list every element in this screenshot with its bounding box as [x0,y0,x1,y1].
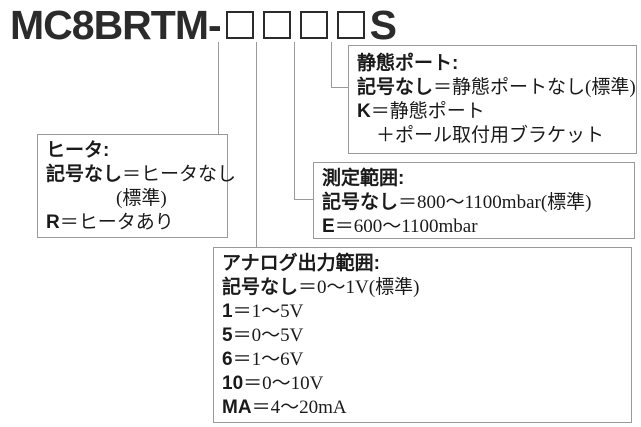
option-value: ＝0〜5V [232,325,304,346]
option-code: R [46,212,60,233]
option-value: ＝ヒータあり [59,212,174,233]
option-value: ＋ポール取付用ブラケット [376,125,605,146]
option-line: (標準) [46,187,223,211]
connector-range-horizontal [294,199,313,200]
model-suffix: S [369,1,397,48]
option-line: 記号なし＝800〜1100mbar(標準) [322,191,630,215]
heater-box: ヒータ: 記号なし＝ヒータなし (標準) R＝ヒータあり [37,134,236,238]
connector-static-port-horizontal [331,87,348,88]
option-line: K＝静態ポート [357,100,632,124]
option-value: ＝0〜1V(標準) [298,277,420,298]
option-value: ＝4〜20mA [251,397,347,418]
option-line: 5＝0〜5V [222,324,627,348]
option-value: ＝800〜1100mbar(標準) [398,192,592,213]
option-value: ＝600〜1100mbar [334,216,478,237]
option-line: 1＝1〜5V [222,300,627,324]
option-code: 10 [222,373,244,394]
option-code: 記号なし [222,277,299,298]
option-line: 10＝0〜10V [222,372,627,396]
option-code: 6 [222,349,233,370]
connector-heater-vertical [218,42,219,134]
model-code-title: MC8BRTM- S [10,1,397,48]
connector-analog-vertical [256,42,257,247]
option-line: R＝ヒータあり [46,211,223,235]
model-placeholder-box-2 [262,11,291,39]
option-code: 1 [222,301,233,322]
option-line: E＝600〜1100mbar [322,215,630,239]
option-value: ＝ヒータなし [122,164,237,185]
connector-range-vertical [294,42,295,199]
option-value: ＝静態ポートなし(標準) [433,77,636,98]
option-code: 記号なし [46,164,123,185]
heater-box-label: ヒータ: [46,140,110,161]
option-line: 記号なし＝0〜1V(標準) [222,276,627,300]
model-placeholder-box-1 [225,11,254,39]
option-line: 6＝1〜6V [222,348,627,372]
option-value: ＝1〜5V [232,301,304,322]
option-code: E [322,216,335,237]
option-code: K [357,101,371,122]
model-placeholder-box-3 [299,11,328,39]
option-code: MA [222,397,252,418]
option-value: (標準) [116,188,167,209]
option-line: MA＝4〜20mA [222,396,627,420]
option-value: ＝0〜10V [243,373,324,394]
option-code: 記号なし [357,77,434,98]
static-port-box-label: 静態ポート: [357,53,459,74]
model-placeholder-box-4 [336,11,365,39]
option-value: ＝1〜6V [232,349,304,370]
option-value: ＝静態ポート [370,101,485,122]
option-line: 記号なし＝ヒータなし [46,163,236,187]
option-line: ＋ポール取付用ブラケット [357,124,632,148]
connector-static-port-vertical [331,42,332,87]
measure-range-box-label: 測定範囲: [322,168,405,189]
option-code: 記号なし [322,192,399,213]
analog-output-box: アナログ出力範囲: 記号なし＝0〜1V(標準) 1＝1〜5V 5＝0〜5V 6＝… [213,247,632,423]
model-prefix: MC8BRTM- [10,1,222,48]
option-line: 記号なし＝静態ポートなし(標準) [357,76,636,100]
static-port-box: 静態ポート: 記号なし＝静態ポートなし(標準) K＝静態ポート ＋ポール取付用ブ… [348,45,637,154]
analog-output-box-label: アナログ出力範囲: [222,253,380,274]
option-code: 5 [222,325,233,346]
measure-range-box: 測定範囲: 記号なし＝800〜1100mbar(標準) E＝600〜1100mb… [313,162,635,239]
